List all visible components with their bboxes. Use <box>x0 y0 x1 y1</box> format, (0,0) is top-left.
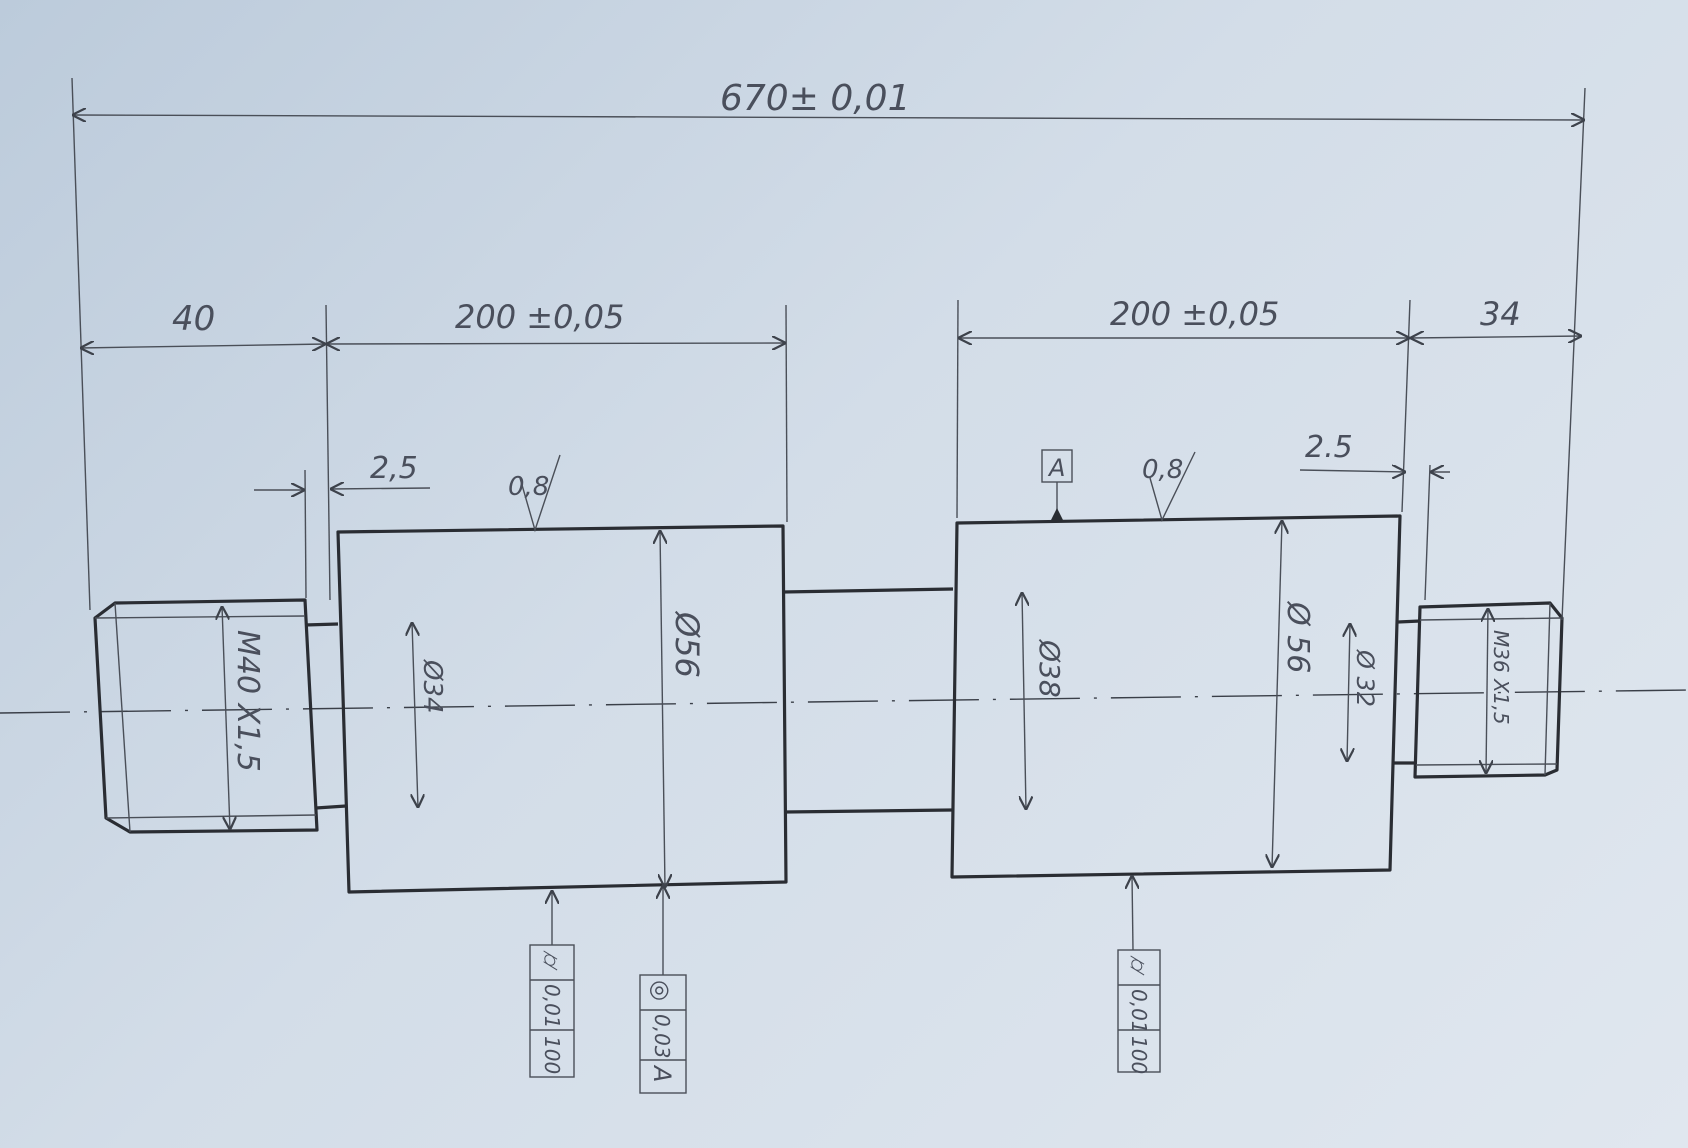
dia-right-groove-label: Ø 32 <box>1351 649 1379 707</box>
left-thread-dim <box>222 606 230 830</box>
dia-middle-dim <box>1022 592 1026 810</box>
right-journal-length-label: 200 ±0,05 <box>1110 295 1279 333</box>
frame1-value: 0,01 <box>540 984 564 1029</box>
left-journal-length-label: 200 ±0,05 <box>455 298 624 336</box>
frame3-value: 0,01 <box>1127 989 1151 1034</box>
left-roughness-label: 0,8 <box>508 472 549 502</box>
frame1-length: 100 <box>540 1036 564 1074</box>
dia-left-journal-dim <box>660 530 665 888</box>
datum-label: A <box>1047 454 1065 482</box>
right-thread-length-dim <box>1410 336 1582 338</box>
left-groove <box>304 622 339 627</box>
right-roughness-symbol <box>1149 451 1196 522</box>
right-thread-label: M36 X1,5 <box>1489 630 1513 725</box>
left-roughness-symbol <box>519 454 561 533</box>
overall-length-label: 670± 0,01 <box>720 78 910 119</box>
dia-left-groove-dim <box>412 622 418 808</box>
feature-frame-runout-right: ⌭ 0,01 100 <box>1117 949 1161 1074</box>
left-groove-width-label: 2,5 <box>370 451 418 486</box>
frame2-symbol: ◎ <box>647 980 675 1001</box>
right-groove-dim <box>1299 470 1406 472</box>
center-axis <box>0 689 1688 714</box>
left-journal-length-dim <box>326 343 786 344</box>
frame2-value: 0,03 <box>650 1014 674 1059</box>
dia-left-groove-label: Ø34 <box>417 659 447 714</box>
dia-left-journal-label: Ø56 <box>668 610 706 678</box>
right-thread-section <box>1413 601 1564 779</box>
feature-frame-runout-left: ⌭ 0,01 100 <box>529 944 575 1078</box>
datum-triangle <box>1051 508 1063 520</box>
right-groove-width-label: 2.5 <box>1305 430 1353 465</box>
right-thread-length-label: 34 <box>1480 295 1521 333</box>
right-thread-dim <box>1486 608 1488 774</box>
right-roughness-label: 0,8 <box>1142 455 1183 485</box>
frame3-symbol: ⌭ <box>1124 955 1152 976</box>
middle-section <box>782 587 954 594</box>
feature-frame-concentricity: ◎ 0,03 A <box>639 974 687 1094</box>
left-thread-length-dim <box>80 344 326 348</box>
frame1-symbol: ⌭ <box>537 950 565 971</box>
left-thread-length-label: 40 <box>172 299 215 339</box>
frame3-length: 100 <box>1127 1036 1151 1074</box>
dia-right-journal-dim <box>1272 520 1282 868</box>
frame3-leader <box>1132 875 1133 951</box>
dia-right-groove-dim <box>1347 623 1350 762</box>
dia-right-journal-label: Ø 56 <box>1280 600 1315 673</box>
left-journal <box>336 524 788 894</box>
right-journal <box>950 514 1402 879</box>
overall-length-dim <box>72 115 1585 120</box>
left-thread-label: M40 X1,5 <box>230 630 265 772</box>
right-groove <box>1397 619 1421 624</box>
dia-middle-label: Ø38 <box>1033 639 1066 698</box>
frame2-datum: A <box>648 1064 676 1082</box>
